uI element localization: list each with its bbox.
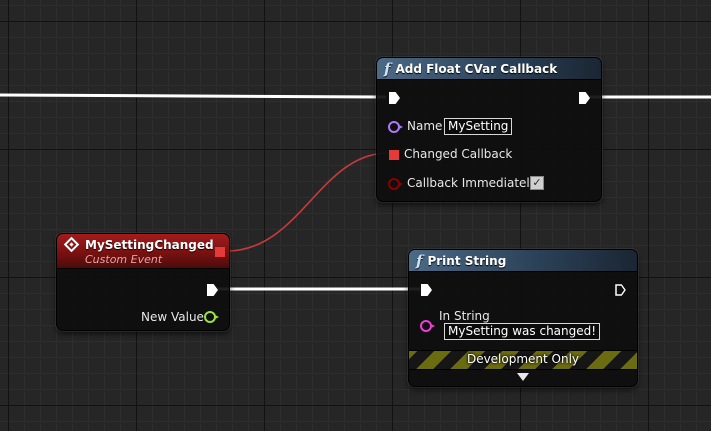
in-string-input[interactable]: MySetting was changed! (444, 323, 601, 340)
new-value-label: New Value (141, 310, 204, 324)
event-delegate-pin[interactable] (215, 247, 225, 257)
changed-callback-pin[interactable] (389, 150, 399, 160)
in-string-label: In String (439, 309, 490, 323)
print-string-header[interactable]: f Print String (409, 250, 637, 272)
print-string-title: Print String (427, 253, 507, 268)
print-exec-out-pin[interactable] (615, 284, 626, 296)
delegate-wire[interactable] (226, 152, 389, 252)
name-pin-label: Name (407, 119, 443, 133)
my-setting-changed-header[interactable]: MySettingChanged Custom Event (57, 234, 229, 269)
print-exec-in-pin[interactable] (421, 284, 432, 296)
hollow-exec-arrow-icon (615, 284, 626, 296)
callback-immediately-checkbox[interactable]: ✓ (530, 176, 544, 190)
print-string-node[interactable]: f Print String In String MySetting was c… (408, 249, 638, 387)
callback-immediately-label: Callback Immediately (407, 176, 537, 190)
function-icon: f (416, 251, 423, 270)
exec-in-pin[interactable] (389, 92, 400, 104)
event-exec-out-pin[interactable] (207, 284, 218, 296)
add-float-cvar-callback-title: Add Float CVar Callback (395, 61, 558, 76)
exec-wire-incoming[interactable] (0, 93, 387, 99)
development-only-label: Development Only (466, 352, 580, 366)
new-value-pin-icon[interactable] (204, 311, 219, 323)
event-diamond-icon (63, 236, 80, 253)
name-input[interactable]: MySetting (444, 118, 513, 135)
callback-immediately-pin-icon[interactable] (388, 178, 403, 190)
add-float-cvar-callback-node[interactable]: f Add Float CVar Callback Name MySetting… (376, 57, 602, 202)
function-icon: f (384, 59, 391, 78)
add-float-cvar-callback-header[interactable]: f Add Float CVar Callback (377, 58, 601, 80)
my-setting-changed-title: MySettingChanged (85, 238, 214, 252)
exec-out-pin[interactable] (579, 92, 590, 104)
advanced-pins-expand-icon[interactable] (517, 373, 529, 381)
changed-callback-label: Changed Callback (404, 147, 513, 161)
in-string-pin-icon[interactable] (420, 320, 435, 332)
custom-event-subtitle: Custom Event (85, 253, 163, 266)
my-setting-changed-event-node[interactable]: MySettingChanged Custom Event New Value (56, 233, 230, 331)
development-only-strip[interactable]: Development Only (409, 350, 637, 370)
name-pin-icon[interactable] (388, 121, 403, 133)
